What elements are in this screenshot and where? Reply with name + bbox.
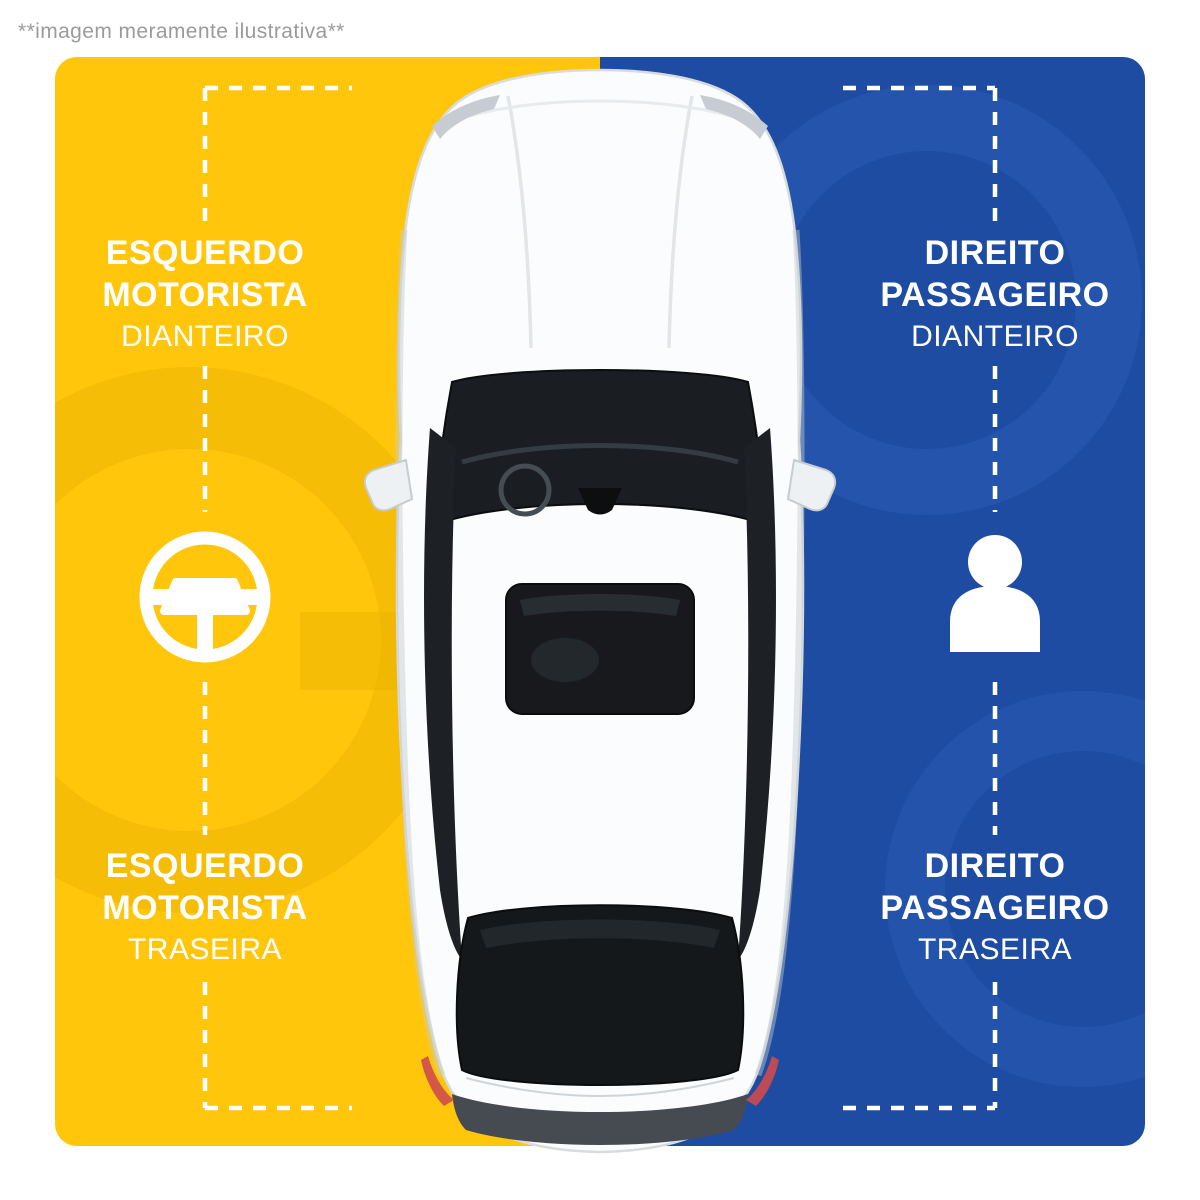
disclaimer-caption: **imagem meramente ilustrativa** — [18, 20, 345, 43]
label-driver-rear: ESQUERDO MOTORISTA TRASEIRA — [45, 845, 365, 971]
label-passenger-rear: DIREITO PASSAGEIRO TRASEIRA — [825, 845, 1165, 971]
label-side-text: DIREITO — [924, 234, 1066, 272]
label-position-text: TRASEIRA — [127, 933, 283, 966]
label-side-text: ESQUERDO — [105, 847, 305, 885]
steering-ring — [139, 531, 271, 663]
label-role-text: PASSAGEIRO — [880, 276, 1110, 314]
label-role-text: PASSAGEIRO — [880, 889, 1110, 927]
steering-wheel-icon — [139, 531, 271, 663]
label-position-text: DIANTEIRO — [121, 320, 289, 353]
person-body — [950, 586, 1040, 652]
watermark-bar-left — [300, 612, 440, 690]
person-icon — [950, 535, 1040, 652]
label-driver-front: ESQUERDO MOTORISTA DIANTEIRO — [45, 232, 365, 358]
steering-stem — [197, 609, 213, 652]
label-side-text: DIREITO — [924, 847, 1066, 885]
steering-hub — [160, 578, 250, 615]
label-side-text: ESQUERDO — [105, 234, 305, 272]
label-passenger-front: DIREITO PASSAGEIRO DIANTEIRO — [825, 232, 1165, 358]
person-head — [968, 535, 1022, 589]
label-role-text: MOTORISTA — [102, 889, 308, 927]
label-position-text: DIANTEIRO — [911, 320, 1079, 353]
watermark-ring-right-bottom — [885, 691, 1145, 1087]
label-position-text: TRASEIRA — [917, 933, 1073, 966]
label-role-text: MOTORISTA — [102, 276, 308, 314]
